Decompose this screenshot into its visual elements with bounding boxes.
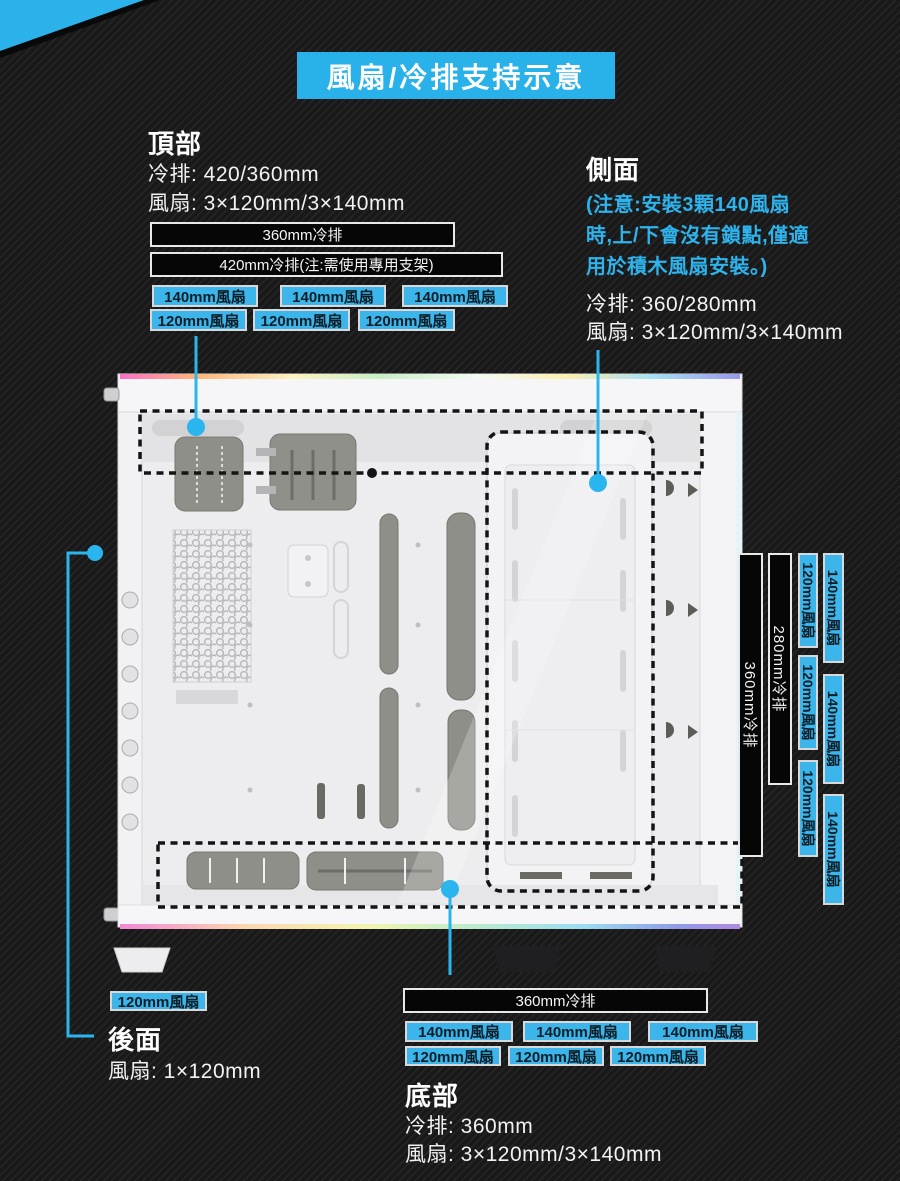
fan-badge-140: 140mm風扇 (823, 553, 844, 663)
fan-badge-120: 120mm風扇 (110, 991, 207, 1011)
dashed-zone-side (485, 430, 655, 893)
top-heading: 頂部 (148, 129, 203, 159)
fan-badge-120: 120mm風扇 (150, 309, 247, 331)
fan-badge-140: 140mm風扇 (280, 285, 386, 307)
case-front-column (699, 411, 743, 906)
rgb-strip-bottom (120, 924, 740, 929)
side-note-line3: 用於積木風扇安裝。) (586, 256, 768, 278)
side-note-line1: (注意:安裝3顆140風扇 (586, 194, 791, 216)
connector-slot (256, 448, 276, 456)
connector-slot (256, 486, 276, 494)
radiator-bar-360-side: 360mm冷排 (738, 553, 763, 857)
rear-fan-spec: 風扇: 1×120mm (108, 1060, 262, 1083)
fan-badge-140: 140mm風扇 (823, 674, 844, 784)
case-rear-column (117, 411, 143, 909)
bottom-radiator-spec: 冷排: 360mm (405, 1115, 534, 1138)
fan-badge-140: 140mm風扇 (648, 1021, 758, 1042)
case-top-panel (117, 373, 743, 415)
side-mount-bay (486, 432, 653, 891)
top-fan-spec: 風扇: 3×120mm/3×140mm (148, 192, 405, 215)
fan-badge-120: 120mm風扇 (253, 309, 350, 331)
radiator-bar-360-bottom: 360mm冷排 (403, 988, 708, 1013)
cable-grommet-bars (379, 512, 476, 831)
bottom-cable-cover-left (186, 851, 300, 890)
dashed-zone-dot (367, 468, 377, 478)
hex-vent-grid (172, 529, 252, 683)
title-banner: 風扇/冷排支持示意 (297, 52, 615, 99)
standoff-dots (247, 542, 421, 793)
fan-badge-140: 140mm風扇 (523, 1021, 631, 1042)
psu-mesh (176, 690, 238, 704)
side-heading: 側面 (586, 155, 641, 185)
bottom-fan-spec: 風扇: 3×120mm/3×140mm (405, 1143, 662, 1166)
leader-dot-top (187, 418, 205, 436)
radiator-bar-280-side: 280mm冷排 (768, 553, 792, 785)
leader-dot-rear (87, 545, 103, 561)
fan-badge-120: 120mm風扇 (405, 1046, 501, 1066)
radiator-bar-420-top: 420mm冷排(注:需使用專用支架) (150, 252, 503, 277)
front-column-notches (666, 480, 698, 739)
rgb-strip-top (120, 374, 740, 379)
top-radiator-spec: 冷排: 420/360mm (148, 163, 320, 186)
bottom-heading: 底部 (405, 1081, 460, 1111)
side-radiator-spec: 冷排: 360/280mm (586, 293, 758, 316)
radiator-bar-360-top: 360mm冷排 (150, 222, 455, 247)
rear-heading: 後面 (108, 1025, 163, 1055)
bottom-cable-cover-right (306, 851, 444, 891)
fan-badge-120: 120mm風扇 (798, 760, 818, 857)
bracket-hole (305, 581, 311, 587)
pcie-slot-screws (121, 591, 139, 831)
fan-badge-140: 140mm風扇 (402, 285, 508, 307)
side-fan-spec: 風扇: 3×120mm/3×140mm (586, 321, 843, 344)
fan-badge-120: 120mm風扇 (610, 1046, 706, 1066)
leader-line-rear (66, 551, 95, 1038)
case-foot-middle (492, 946, 562, 972)
pc-case-illustration (66, 336, 744, 1038)
thumbscrew-top (103, 387, 120, 402)
fan-badge-120: 120mm風扇 (798, 553, 818, 648)
fan-badge-140: 140mm風扇 (823, 794, 844, 905)
case-foot-right (654, 946, 716, 972)
side-note-line2: 時,上/下會沒有鎖點,僅適 (586, 225, 810, 247)
ssd-bracket (287, 544, 329, 598)
dashed-zone-top (138, 409, 704, 475)
bracket-hole (305, 555, 311, 561)
fan-badge-120: 120mm風扇 (798, 655, 818, 750)
fan-badge-140: 140mm風扇 (152, 285, 258, 307)
case-foot-left (113, 947, 171, 973)
fan-badge-140: 140mm風扇 (405, 1021, 513, 1042)
thumbscrew-bottom (103, 907, 120, 922)
fan-badge-120: 120mm風扇 (358, 309, 455, 331)
fan-badge-120: 120mm風扇 (508, 1046, 604, 1066)
glass-reflection (398, 412, 648, 903)
leader-dot-side (589, 474, 607, 492)
leader-dot-bottom (441, 880, 459, 898)
slot-pill (333, 541, 349, 593)
slot-pill (333, 599, 349, 659)
ram-slots (317, 783, 365, 819)
